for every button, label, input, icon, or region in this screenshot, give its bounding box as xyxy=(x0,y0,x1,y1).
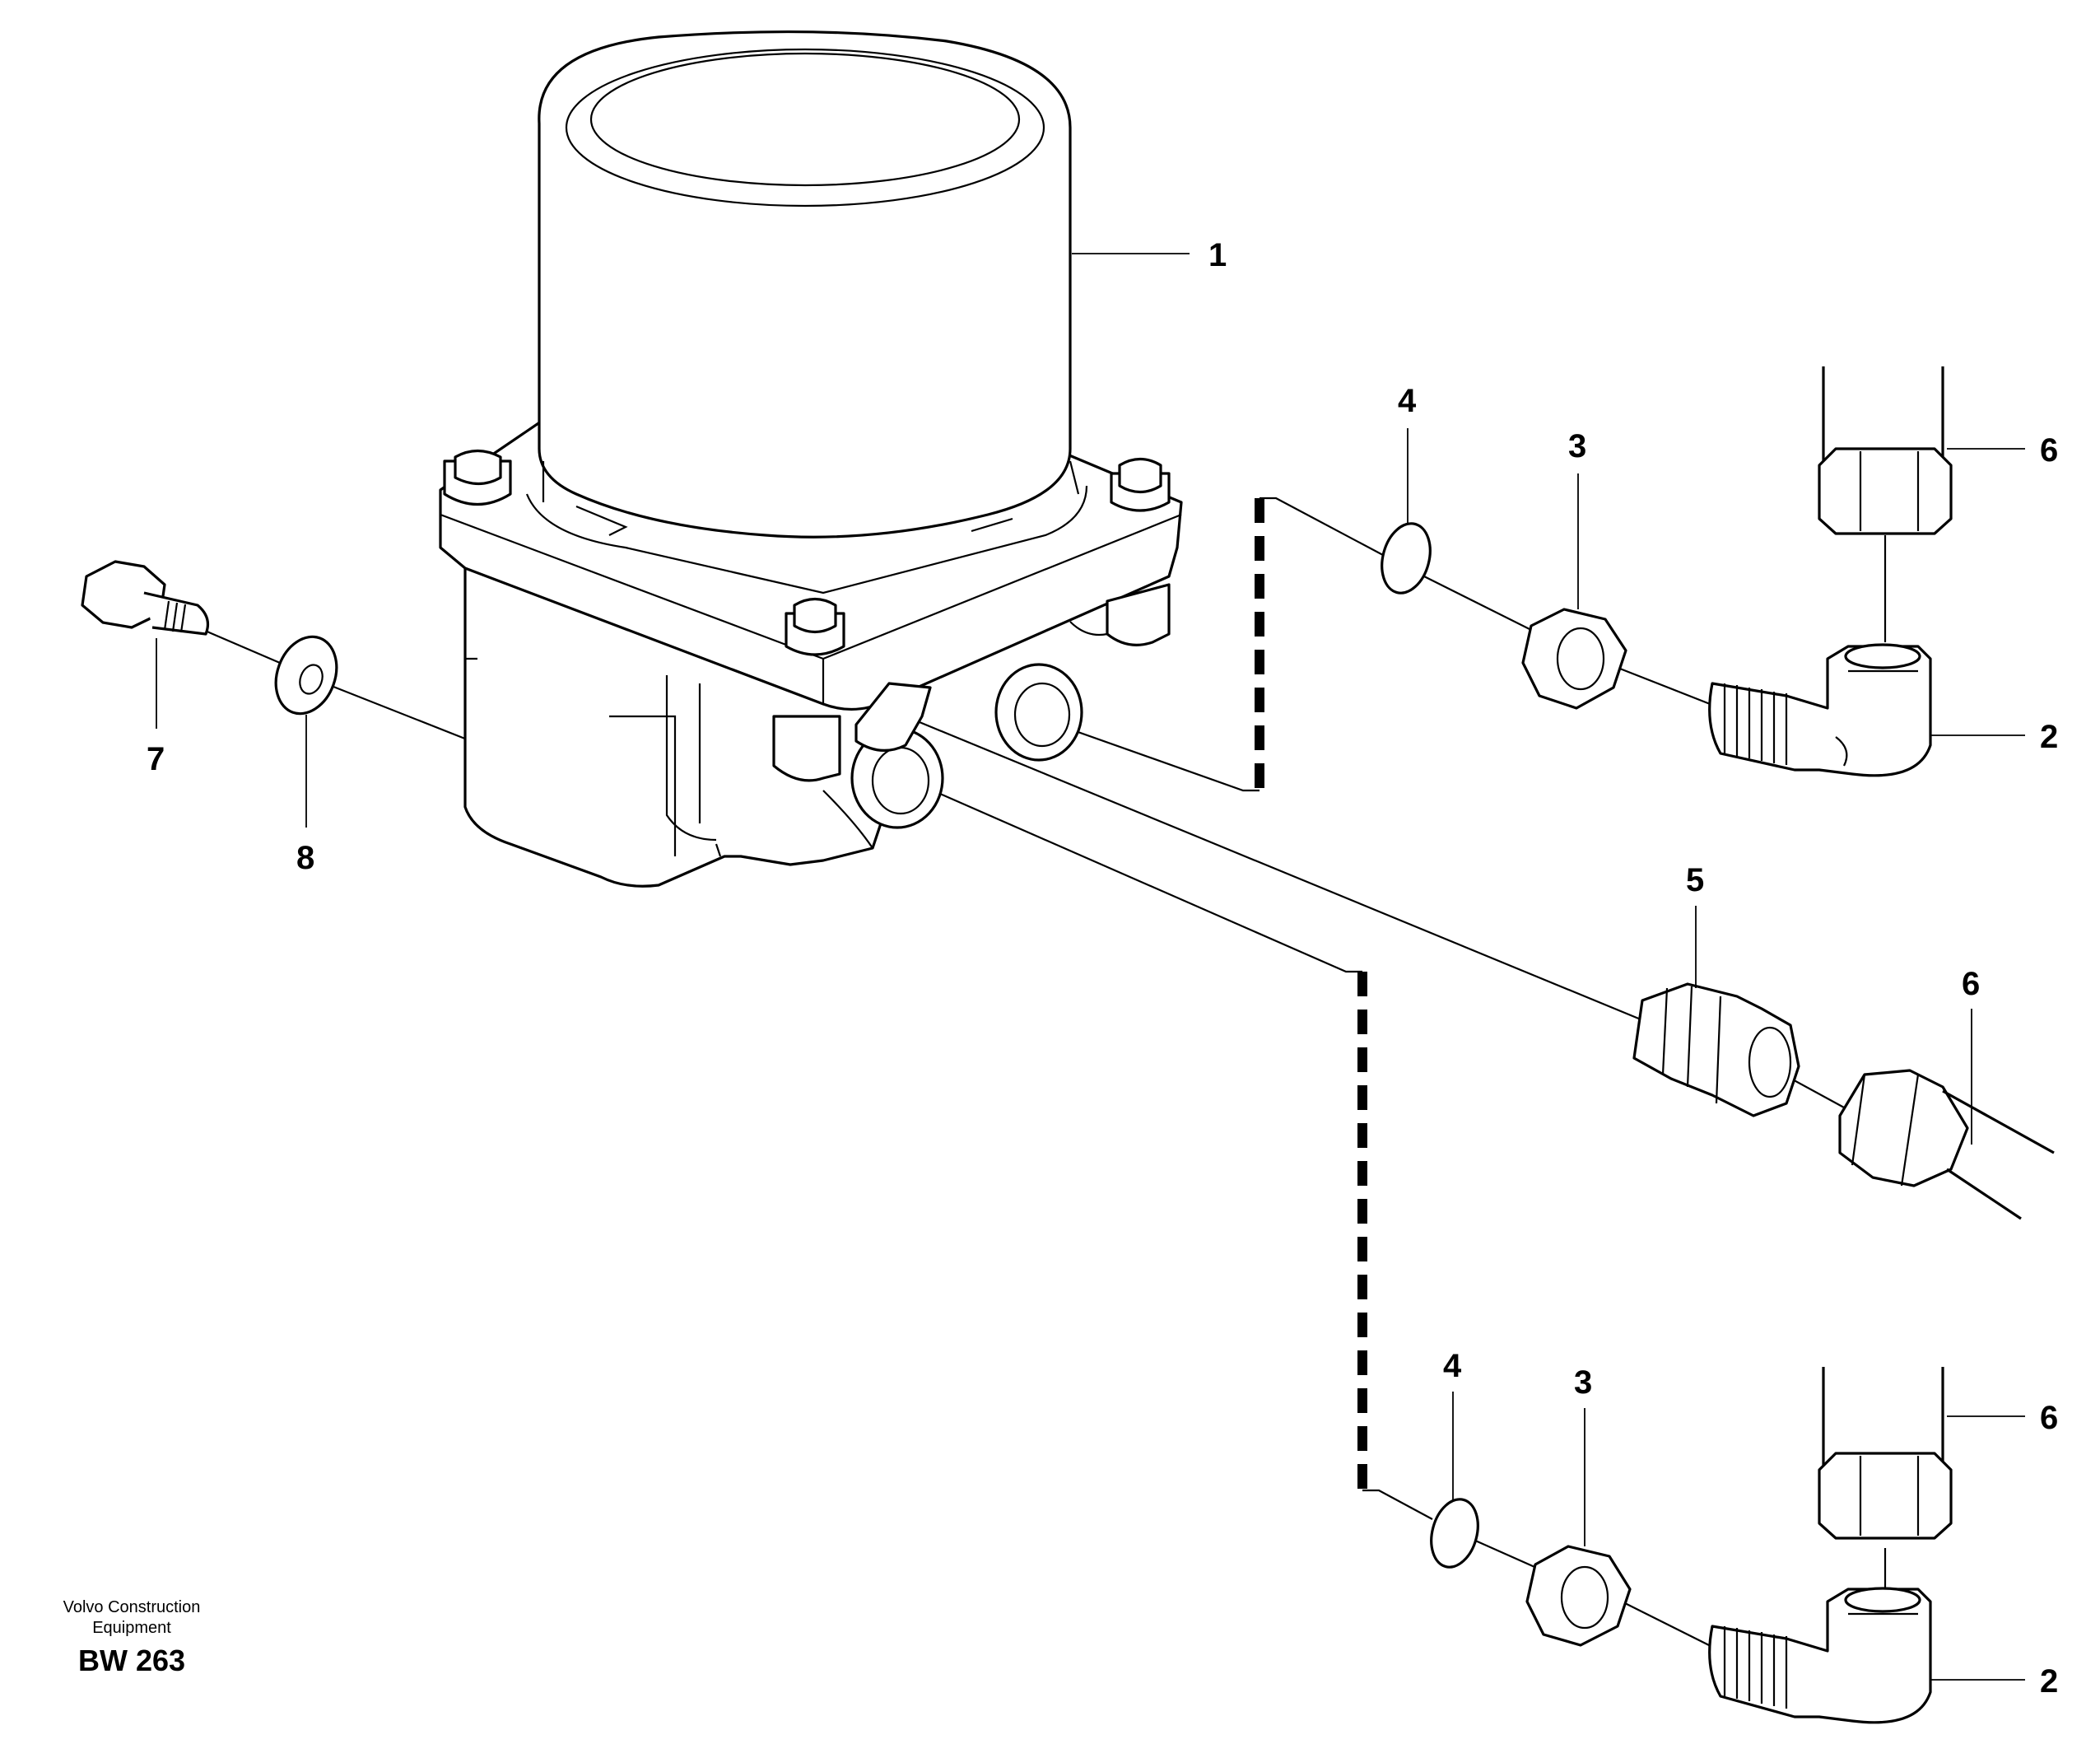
callout-6-middle: 6 xyxy=(1962,966,1980,1002)
callout-3-upper: 3 xyxy=(1568,428,1586,464)
publisher-credit: Volvo Construction Equipment BW 263 xyxy=(16,1597,247,1678)
assembly-axis-lines xyxy=(197,497,1887,1652)
callout-8: 8 xyxy=(296,840,314,876)
callout-6-lower: 6 xyxy=(2040,1400,2058,1436)
lower-fitting-group xyxy=(1430,1367,1953,1724)
callout-2-lower: 2 xyxy=(2040,1663,2058,1700)
publisher-name-line-1: Volvo Construction xyxy=(63,1598,201,1616)
flange-bolts xyxy=(443,449,1171,656)
publisher-name-line-2: Equipment xyxy=(92,1619,171,1637)
bolt-part-7 xyxy=(81,560,209,636)
upper-fitting-group xyxy=(1381,366,1953,777)
callout-labels: 1 2 2 3 3 4 4 5 6 6 6 7 8 xyxy=(147,237,2058,1700)
illustration-code: BW 263 xyxy=(77,1644,186,1677)
callout-leaders xyxy=(156,253,2025,1681)
callout-5: 5 xyxy=(1686,862,1704,898)
callout-4-lower: 4 xyxy=(1443,1348,1462,1384)
washer-part-8 xyxy=(274,635,338,716)
callout-6-upper: 6 xyxy=(2040,432,2058,469)
dashed-guide-lines xyxy=(1255,498,1367,1490)
callout-1: 1 xyxy=(1208,237,1227,273)
callout-7: 7 xyxy=(147,741,165,777)
middle-fitting-group xyxy=(1632,982,2055,1220)
callout-3-lower: 3 xyxy=(1574,1364,1592,1401)
callout-2-upper: 2 xyxy=(2040,719,2058,755)
air-dryer-assembly xyxy=(439,30,1183,888)
callout-4-upper: 4 xyxy=(1398,383,1417,419)
